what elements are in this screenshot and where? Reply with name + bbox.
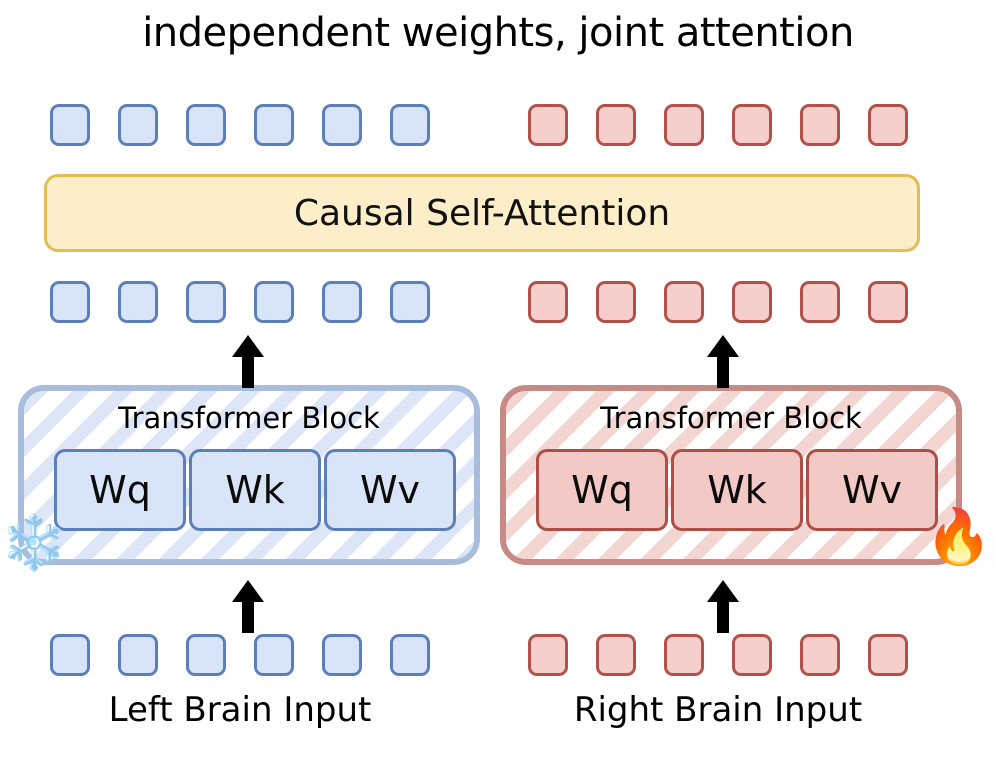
left-weight-wk[interactable]: Wk bbox=[189, 449, 321, 531]
right-lower-arrow bbox=[706, 578, 740, 634]
right-token-middle-1 bbox=[596, 281, 636, 323]
left-token-output-4 bbox=[322, 104, 362, 146]
left-upper-arrow bbox=[231, 333, 265, 389]
left-token-middle-4 bbox=[322, 281, 362, 323]
right-token-output-2 bbox=[664, 104, 704, 146]
right-token-middle-0 bbox=[528, 281, 568, 323]
left-token-middle-2 bbox=[186, 281, 226, 323]
left-token-output-2 bbox=[186, 104, 226, 146]
left-lower-arrow bbox=[231, 578, 265, 634]
right-upper-arrow bbox=[706, 333, 740, 389]
left-token-middle-3 bbox=[254, 281, 294, 323]
right-transformer-block-label: Transformer Block bbox=[600, 401, 862, 435]
left-token-middle-0 bbox=[50, 281, 90, 323]
right-token-output-4 bbox=[800, 104, 840, 146]
left-token-input-1 bbox=[118, 634, 158, 676]
right-token-input-3 bbox=[732, 634, 772, 676]
right-weight-wv[interactable]: Wv bbox=[806, 449, 938, 531]
snowflake-icon: ❄️ bbox=[0, 511, 68, 574]
left-token-input-2 bbox=[186, 634, 226, 676]
right-weight-wq[interactable]: Wq bbox=[536, 449, 668, 531]
left-weight-wq[interactable]: Wq bbox=[54, 449, 186, 531]
left-token-output-3 bbox=[254, 104, 294, 146]
right-token-output-5 bbox=[868, 104, 908, 146]
page-title: independent weights, joint attention bbox=[142, 10, 854, 56]
left-token-output-5 bbox=[390, 104, 430, 146]
causal-self-attention-label: Causal Self-Attention bbox=[293, 192, 671, 234]
right-token-output-1 bbox=[596, 104, 636, 146]
right-brain-input-caption: Right Brain Input bbox=[573, 690, 863, 730]
left-token-input-4 bbox=[322, 634, 362, 676]
right-token-output-0 bbox=[528, 104, 568, 146]
left-transformer-block[interactable]: Transformer Block Wq Wk Wv bbox=[18, 385, 480, 565]
causal-self-attention-block[interactable]: Causal Self-Attention bbox=[44, 174, 920, 252]
left-token-input-3 bbox=[254, 634, 294, 676]
right-token-output-3 bbox=[732, 104, 772, 146]
left-token-output-0 bbox=[50, 104, 90, 146]
right-transformer-block[interactable]: Transformer Block Wq Wk Wv bbox=[500, 385, 962, 565]
left-token-output-1 bbox=[118, 104, 158, 146]
right-token-input-5 bbox=[868, 634, 908, 676]
left-token-input-0 bbox=[50, 634, 90, 676]
fire-icon: 🔥 bbox=[925, 505, 993, 568]
right-token-middle-4 bbox=[800, 281, 840, 323]
right-token-input-0 bbox=[528, 634, 568, 676]
left-weight-row: Wq Wk Wv bbox=[54, 449, 456, 531]
right-token-input-1 bbox=[596, 634, 636, 676]
right-token-middle-5 bbox=[868, 281, 908, 323]
left-weight-wv[interactable]: Wv bbox=[324, 449, 456, 531]
right-token-input-4 bbox=[800, 634, 840, 676]
left-token-middle-1 bbox=[118, 281, 158, 323]
left-token-middle-5 bbox=[390, 281, 430, 323]
right-weight-row: Wq Wk Wv bbox=[536, 449, 938, 531]
right-token-middle-3 bbox=[732, 281, 772, 323]
left-brain-input-caption: Left Brain Input bbox=[108, 690, 372, 730]
right-token-middle-2 bbox=[664, 281, 704, 323]
left-token-input-5 bbox=[390, 634, 430, 676]
right-token-input-2 bbox=[664, 634, 704, 676]
left-transformer-block-label: Transformer Block bbox=[118, 401, 380, 435]
right-weight-wk[interactable]: Wk bbox=[671, 449, 803, 531]
